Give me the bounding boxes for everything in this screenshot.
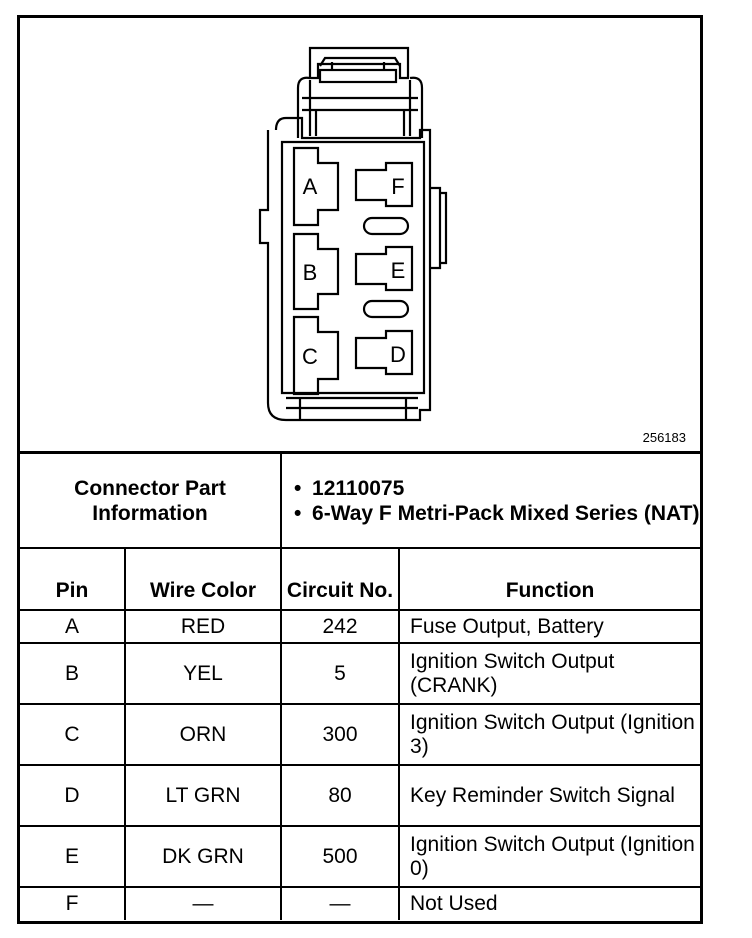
col-header-pin: Pin <box>20 547 126 611</box>
wire-color-cell: — <box>123 886 283 920</box>
pin-label-b: B <box>303 260 318 285</box>
circuit-cell: 80 <box>280 764 401 827</box>
connector-info-row: Connector Part Information 12110075 6-Wa… <box>20 454 701 549</box>
function-cell: Not Used <box>398 886 701 920</box>
circuit-cell: 300 <box>280 703 401 766</box>
connector-face-figure: A B C F E D 256183 <box>20 18 700 454</box>
pin-cell: E <box>20 825 126 888</box>
pin-label-a: A <box>303 174 318 199</box>
table-header-row: Pin Wire Color Circuit No. Function <box>20 547 701 611</box>
pin-cell: D <box>20 764 126 827</box>
pin-label-f: F <box>391 174 404 199</box>
connector-sheet: A B C F E D 256183 Connector Part Inform… <box>17 15 703 924</box>
table-row: F — — Not Used <box>20 886 701 920</box>
pin-label-c: C <box>302 344 318 369</box>
function-cell: Key Reminder Switch Signal <box>398 764 701 827</box>
circuit-cell: — <box>280 886 401 920</box>
connector-info-details: 12110075 6-Way F Metri-Pack Mixed Series… <box>280 454 701 549</box>
wire-color-cell: DK GRN <box>123 825 283 888</box>
function-cell: Ignition Switch Output (Ignition 3) <box>398 703 701 766</box>
wire-color-cell: YEL <box>123 642 283 705</box>
table-row: C ORN 300 Ignition Switch Output (Igniti… <box>20 703 701 766</box>
figure-id: 256183 <box>642 430 686 445</box>
connector-drawing: A B C F E D <box>258 46 448 422</box>
pin-cell: F <box>20 886 126 920</box>
pin-label-e: E <box>391 258 406 283</box>
wire-color-cell: RED <box>123 609 283 644</box>
wire-color-cell: LT GRN <box>123 764 283 827</box>
col-header-wire-color: Wire Color <box>123 547 283 611</box>
function-cell: Ignition Switch Output (CRANK) <box>398 642 701 705</box>
pinout-table: Connector Part Information 12110075 6-Wa… <box>20 454 701 920</box>
pin-cell: B <box>20 642 126 705</box>
table-row: D LT GRN 80 Key Reminder Switch Signal <box>20 764 701 827</box>
table-row: A RED 242 Fuse Output, Battery <box>20 609 701 644</box>
wire-color-cell: ORN <box>123 703 283 766</box>
col-header-function: Function <box>398 547 701 611</box>
connector-description: 6-Way F Metri-Pack Mixed Series (NAT) <box>294 501 700 526</box>
function-cell: Ignition Switch Output (Ignition 0) <box>398 825 701 888</box>
circuit-cell: 500 <box>280 825 401 888</box>
function-cell: Fuse Output, Battery <box>398 609 701 644</box>
circuit-cell: 242 <box>280 609 401 644</box>
connector-part-number: 12110075 <box>294 476 700 501</box>
table-row: E DK GRN 500 Ignition Switch Output (Ign… <box>20 825 701 888</box>
pin-cell: C <box>20 703 126 766</box>
circuit-cell: 5 <box>280 642 401 705</box>
pin-cell: A <box>20 609 126 644</box>
col-header-circuit: Circuit No. <box>280 547 401 611</box>
table-row: B YEL 5 Ignition Switch Output (CRANK) <box>20 642 701 705</box>
connector-info-label: Connector Part Information <box>20 454 283 549</box>
pin-label-d: D <box>390 342 406 367</box>
